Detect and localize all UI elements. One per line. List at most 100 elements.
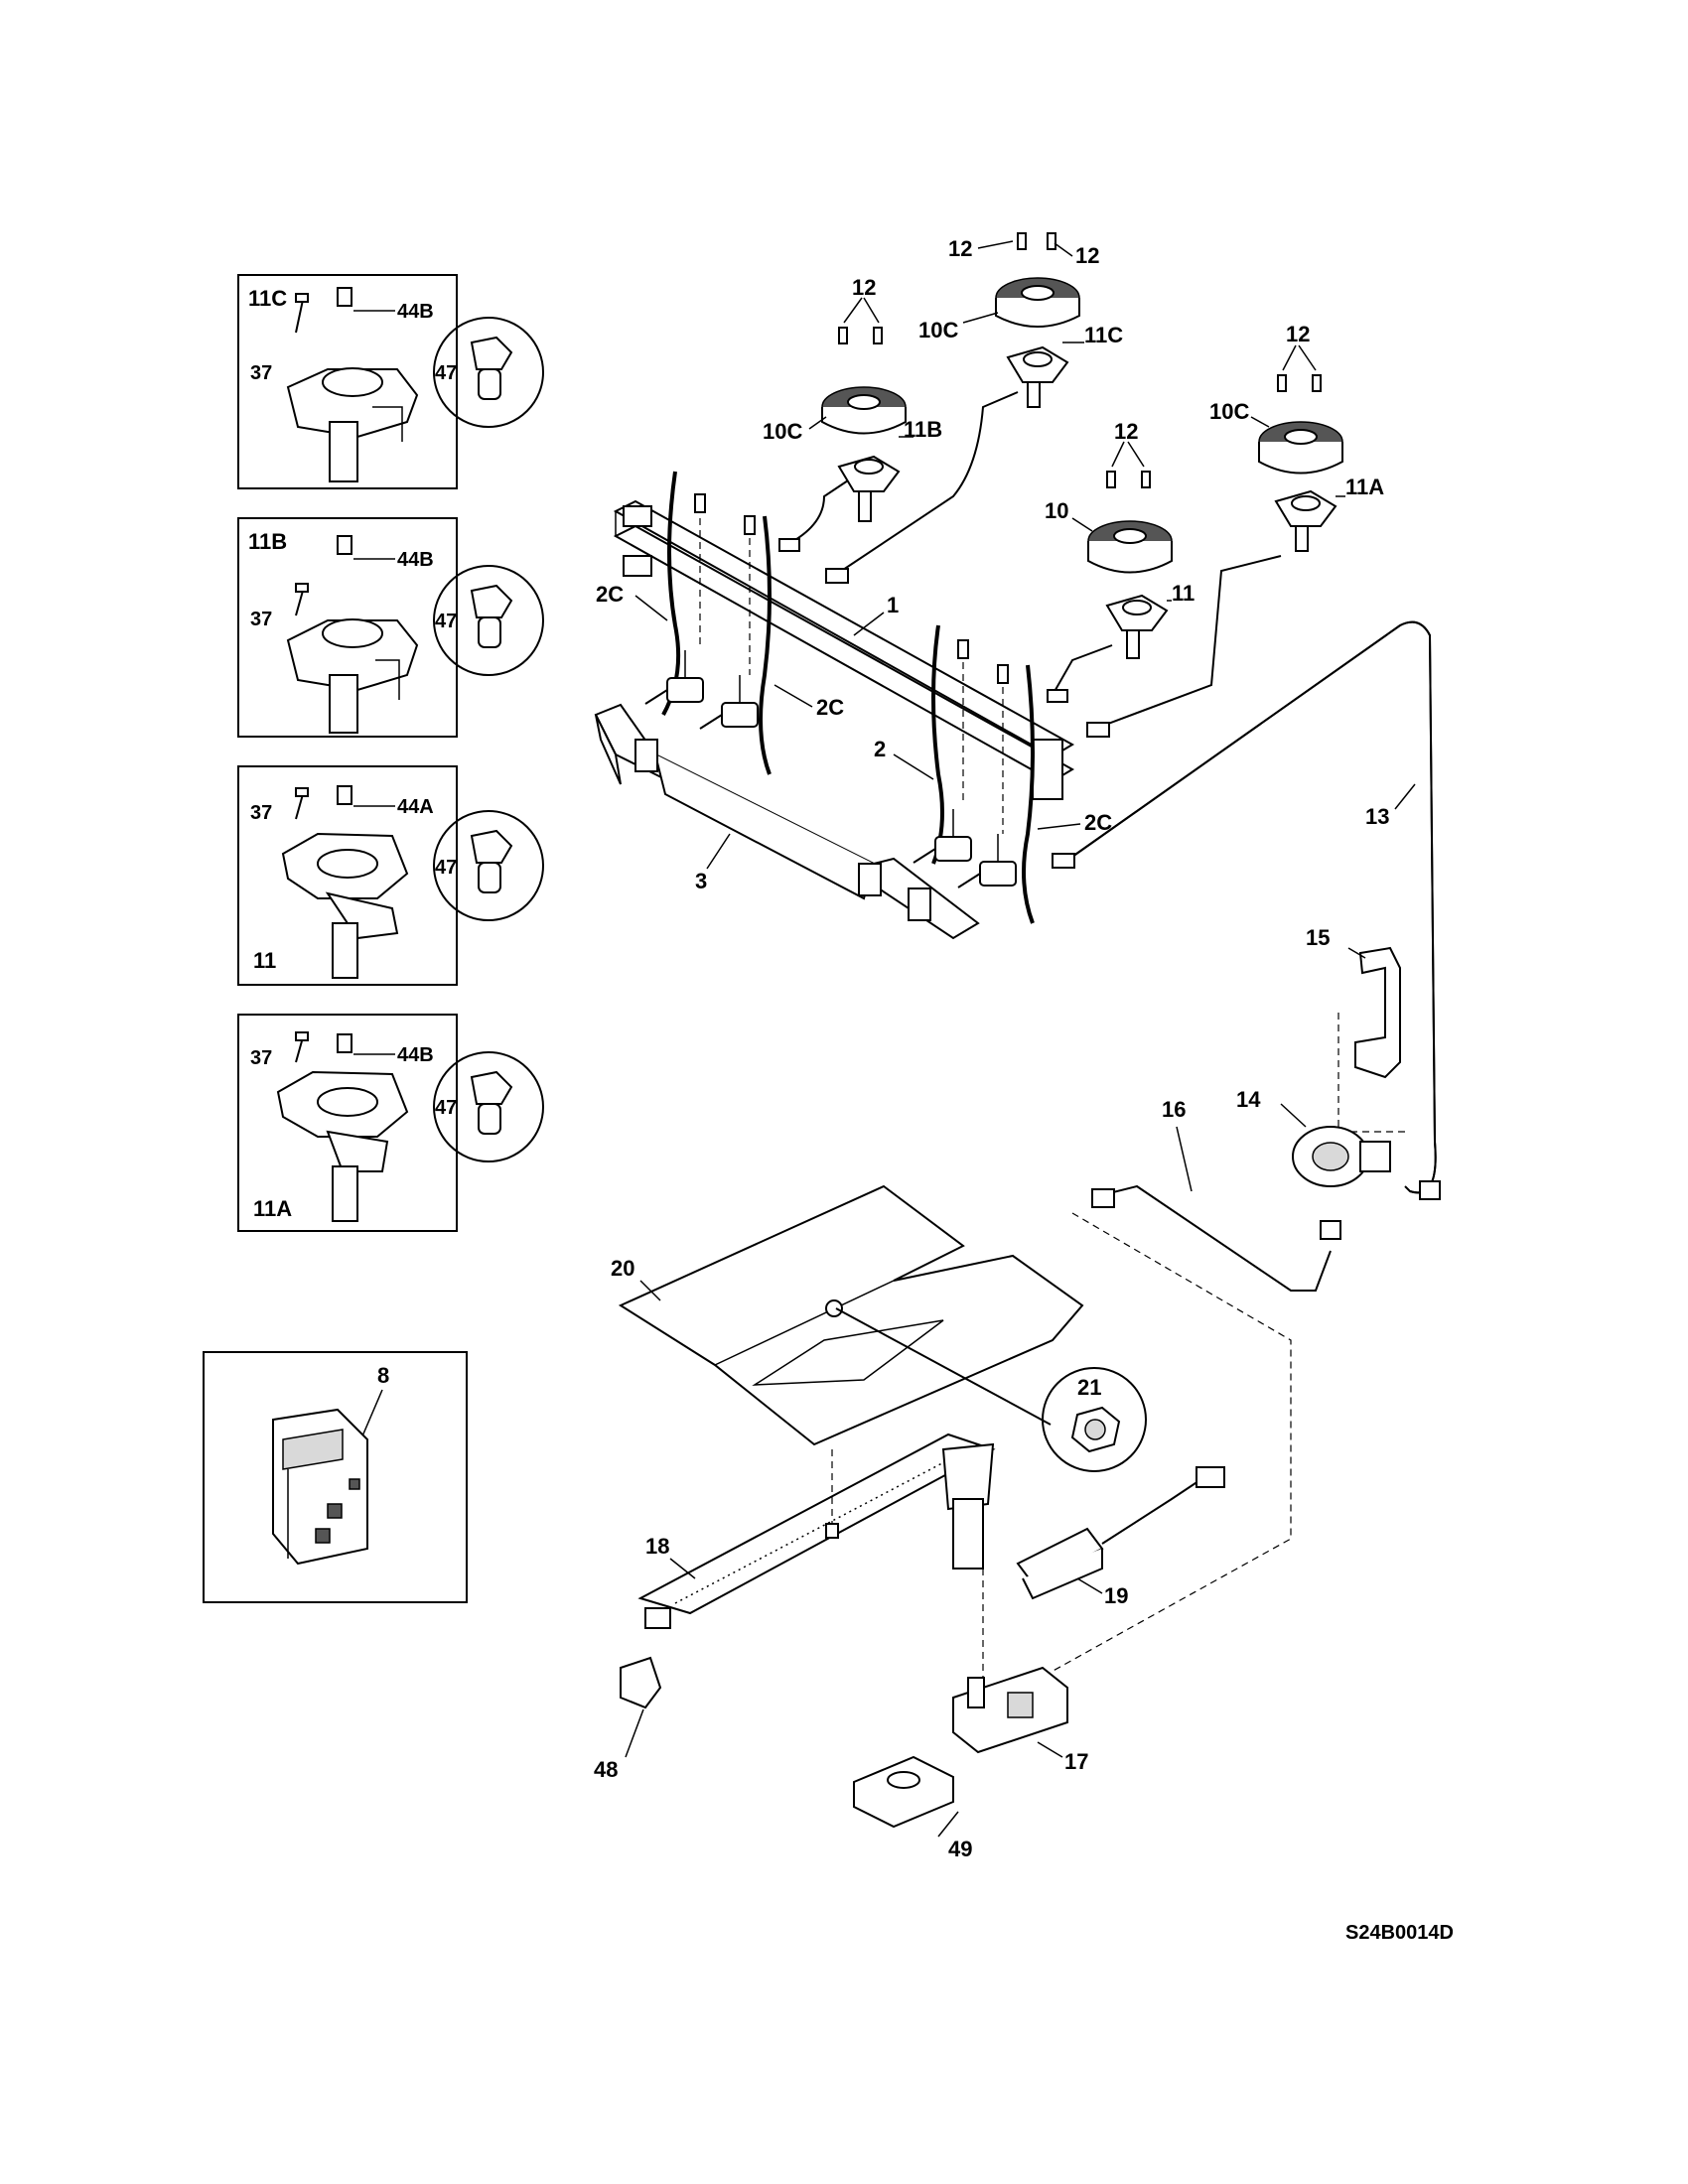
callout-48: 48 [594, 1757, 618, 1782]
oven-burner-clip [620, 1656, 662, 1709]
callout-16: 16 [1162, 1097, 1186, 1122]
burner-10c-rear-left [821, 386, 907, 435]
callout-12-a: 12 [852, 275, 876, 300]
detail-circle-47 [433, 317, 544, 428]
valve-bracket [853, 1755, 954, 1829]
orifice-47 [470, 336, 513, 400]
detail-circle-47 [433, 1051, 544, 1162]
callout-2c-a: 2C [596, 582, 624, 607]
dashed-assembly-path [1022, 1212, 1292, 1689]
detail-circle-47 [433, 565, 544, 676]
inset-title: 11B [248, 529, 287, 554]
detail-circle-21 [1042, 1367, 1147, 1472]
callout-10c-a: 10C [763, 419, 802, 444]
burner-base-11a-main [1274, 489, 1337, 552]
front-frame [594, 703, 980, 940]
callout-11c: 11C [1084, 323, 1123, 347]
burner-10c-rear-center [995, 277, 1080, 328]
nut-label: 44B [397, 301, 434, 323]
nut-label: 44A [397, 796, 434, 818]
manifold-pipe [613, 499, 1074, 800]
inset-ignition-module: 8 [203, 1351, 468, 1603]
nut-21 [1070, 1406, 1121, 1453]
orifice-47 [470, 1070, 513, 1135]
inset-11: 37 44A 11 47 [237, 765, 544, 986]
burner-base-11c [286, 367, 419, 482]
callout-20: 20 [611, 1256, 634, 1281]
pressure-regulator [1292, 1126, 1441, 1240]
callout-19: 19 [1104, 1583, 1128, 1608]
orifice-47 [470, 829, 513, 893]
burner-base-11b-main [837, 455, 901, 522]
wire-harness-2c-mid [759, 515, 772, 775]
nut-44a [337, 785, 352, 805]
callout-3: 3 [695, 869, 707, 893]
inset-title: 11C [248, 286, 287, 311]
burner-10c-rear-right [1258, 421, 1343, 475]
oven-burner-tube [637, 1433, 996, 1629]
callout-1: 1 [887, 593, 899, 617]
nut-label: 44B [397, 549, 434, 571]
detail-label: 47 [435, 362, 457, 384]
screw-37 [295, 787, 309, 820]
inset-11c: 11C 37 44B 47 [237, 274, 544, 489]
nut-44b [337, 1033, 352, 1053]
oven-safety-valve [952, 1666, 1068, 1754]
burner-base-11-main [1105, 594, 1169, 659]
ignition-label: 8 [377, 1363, 389, 1388]
wire-harness-2c-right [1022, 664, 1035, 924]
callout-11: 11 [1172, 581, 1195, 606]
callout-2: 2 [874, 737, 886, 761]
nut-label: 44B [397, 1044, 434, 1066]
detail-label: 47 [435, 857, 457, 879]
wire-harness-2 [931, 624, 944, 865]
screw-37 [295, 583, 309, 616]
inset-title: 11 [253, 948, 276, 973]
inset-11b: 11B 37 44B 47 [237, 517, 544, 738]
callout-2c-b: 2C [816, 695, 844, 720]
oven-igniter [1016, 1466, 1225, 1600]
callout-10c-c: 10C [1209, 399, 1249, 424]
nut-44b [337, 287, 352, 307]
oven-burner-baffle [618, 1184, 1084, 1446]
callout-14: 14 [1236, 1087, 1261, 1112]
detail-circle-47 [433, 810, 544, 921]
spark-module-8 [272, 1408, 368, 1566]
regulator-bracket [1337, 946, 1410, 1133]
burner-10-front-right [1087, 520, 1173, 574]
callout-11a: 11A [1345, 475, 1384, 499]
detail-label: 47 [435, 1097, 457, 1119]
burner-valves [644, 650, 1017, 888]
callout-17: 17 [1064, 1749, 1088, 1774]
callout-15: 15 [1306, 925, 1330, 950]
inset-title: 11A [253, 1196, 292, 1221]
orifice-47 [470, 584, 513, 648]
screw-37 [295, 1031, 309, 1063]
callout-11b: 11B [904, 417, 942, 442]
inset-11a: 37 44B 11A 47 [237, 1014, 544, 1232]
callout-12-e: 12 [1286, 322, 1310, 346]
callout-10: 10 [1045, 498, 1068, 523]
screw-label: 37 [250, 362, 272, 384]
screw-label: 37 [250, 1047, 272, 1069]
callout-12-c: 12 [1075, 243, 1099, 268]
callout-18: 18 [645, 1534, 669, 1559]
oven-supply-tube [1091, 1184, 1332, 1292]
diagram-code: S24B0014D [1345, 1922, 1454, 1944]
burner-base-11b [286, 618, 419, 734]
callout-49: 49 [948, 1837, 972, 1861]
burner-base-11c-main [1006, 345, 1069, 408]
valve-screws [694, 493, 1009, 834]
callout-21: 21 [1077, 1375, 1101, 1400]
callout-12-d: 12 [1114, 419, 1138, 444]
screw-37 [295, 293, 309, 334]
screw-label: 37 [250, 609, 272, 630]
screw-label: 37 [250, 802, 272, 824]
detail-label: 47 [435, 611, 457, 632]
burner-screws-12 [838, 232, 1322, 488]
callout-13: 13 [1365, 804, 1389, 829]
callout-10c-b: 10C [918, 318, 958, 342]
burner-supply-tubes [778, 391, 1282, 738]
nut-44b [337, 535, 352, 555]
